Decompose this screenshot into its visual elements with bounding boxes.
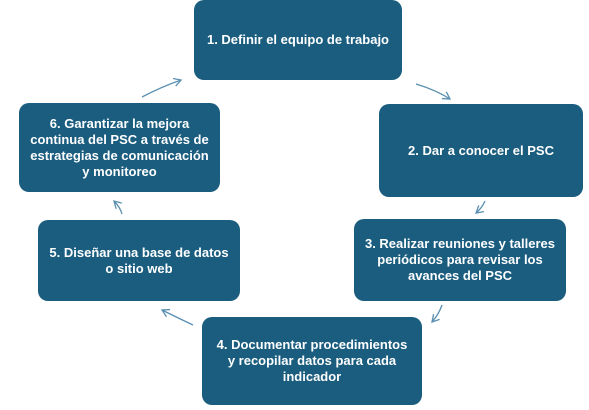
step-4-label: 4. Documentar procedimientos y recopilar… [216, 337, 408, 384]
arrow-4-to-5 [160, 308, 194, 326]
step-6-box: 6. Garantizar la mejora continua del PSC… [19, 103, 220, 192]
step-1-box: 1. Definir el equipo de trabajo [194, 0, 402, 80]
step-5-label: 5. Diseñar una base de datos o sitio web [49, 244, 229, 276]
step-1-label: 1. Definir el equipo de trabajo [206, 32, 390, 47]
step-2-label: 2. Dar a conocer el PSC [408, 142, 554, 158]
arrow-1-to-2 [415, 83, 452, 100]
arrow-5-to-6 [113, 200, 123, 215]
step-2-box: 2. Dar a conocer el PSC [379, 104, 583, 197]
arrow-6-to-1 [141, 77, 183, 98]
step-5-box: 5. Diseñar una base de datos o sitio web [38, 220, 240, 301]
arrow-2-to-3 [474, 200, 486, 214]
step-6-label: 6. Garantizar la mejora continua del PSC… [30, 115, 209, 179]
step-3-label: 3. Realizar reuniones y talleres periódi… [364, 236, 556, 283]
step-3-box: 3. Realizar reuniones y talleres periódi… [354, 219, 566, 301]
arrow-3-to-4 [431, 304, 443, 323]
step-4-box: 4. Documentar procedimientos y recopilar… [202, 317, 422, 405]
